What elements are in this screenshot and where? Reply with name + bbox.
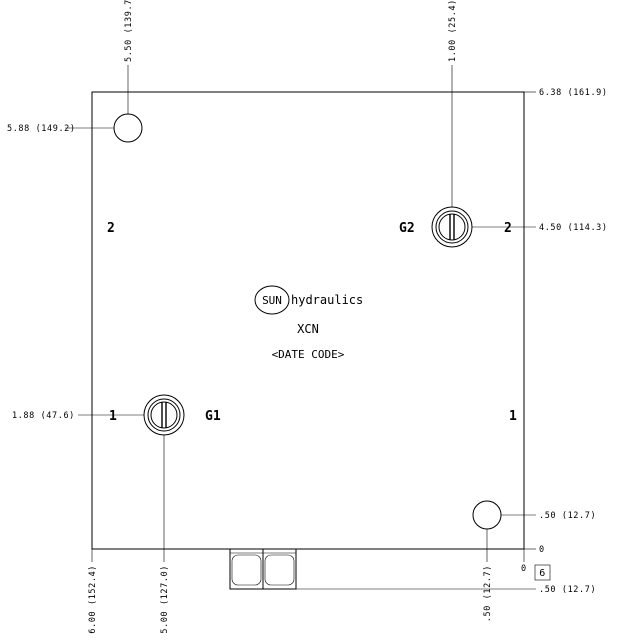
face-number-box xyxy=(534,564,551,581)
manifold-body-outline xyxy=(91,91,525,550)
dimension-lines xyxy=(65,65,536,590)
mounting-hole-bottom-right xyxy=(472,500,502,530)
port-label-1-left: 1 xyxy=(109,409,117,424)
gauge-port-g1 xyxy=(143,394,185,436)
dim-left-top: 5.88 (149.2) xyxy=(7,124,76,134)
dim-top-right: 1.00 (25.4) xyxy=(448,0,458,62)
brand-name: hydraulics xyxy=(291,293,363,307)
dim-bottom-left: 6.00 (152.4) xyxy=(88,565,98,634)
mounting-hole-top-left xyxy=(113,113,143,143)
dim-top-left: 5.50 (139.7) xyxy=(124,0,134,62)
bottom-fitting xyxy=(229,548,297,590)
dim-right-bottom-hole: .50 (12.7) xyxy=(539,511,596,521)
port-label-g1: G1 xyxy=(205,409,221,424)
logo-word: SUN xyxy=(262,294,282,307)
dim-right-top: 6.38 (161.9) xyxy=(539,88,608,98)
face-number: 6 xyxy=(539,568,546,579)
port-label-g2: G2 xyxy=(399,221,415,236)
dim-bottom-hole: .50 (12.7) xyxy=(483,565,493,622)
model-code: XCN xyxy=(297,322,319,336)
dim-right-zero: 0 xyxy=(539,545,545,555)
port-label-2-left: 2 xyxy=(107,221,115,236)
gauge-port-g2 xyxy=(431,206,473,248)
date-code: <DATE CODE> xyxy=(272,348,345,361)
dim-left-g1: 1.88 (47.6) xyxy=(12,411,75,421)
dim-bottom-g1: 5.00 (127.0) xyxy=(160,565,170,634)
port-label-1-right: 1 xyxy=(509,409,517,424)
port-label-2-right: 2 xyxy=(504,221,512,236)
dim-right-fitting: .50 (12.7) xyxy=(539,585,596,595)
dim-right-bottom-zero: 0 xyxy=(521,564,527,574)
dim-right-g2: 4.50 (114.3) xyxy=(539,223,608,233)
sun-hydraulics-logo: SUN hydraulics xyxy=(254,285,363,315)
